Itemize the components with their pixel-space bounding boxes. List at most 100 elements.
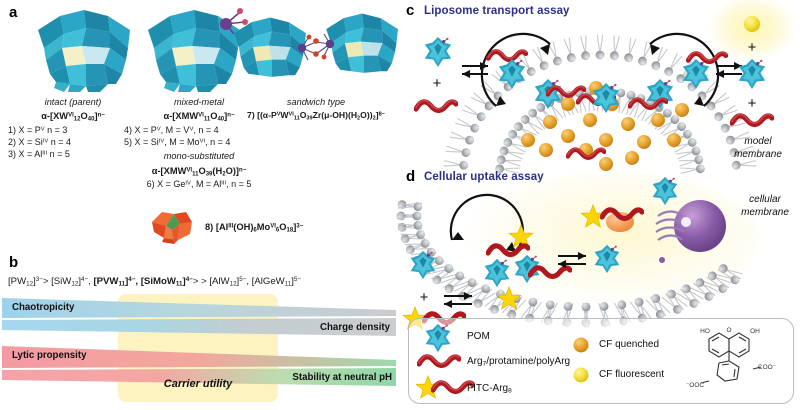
caption-sandwich-formula: 7) [(α-PVWVI11O39Zr(μ-OH)(H2O))2]8−	[247, 110, 385, 122]
lipid-molecule	[608, 34, 622, 62]
caption-intact-formula: α-[XWVI12O40]n−	[41, 111, 105, 123]
panel-c-title: Liposome transport assay	[424, 5, 570, 17]
caption-intact-heading: intact (parent)	[44, 97, 102, 107]
caption-mixed-item-4: 4) X = PV, M = VV, n = 4	[124, 125, 219, 136]
gradient-bar-2-svg	[2, 346, 396, 386]
legend-label-oh: OH	[750, 328, 760, 335]
anderson-svg	[152, 212, 192, 244]
legend-label-coo-right: COO⁻	[758, 364, 777, 371]
pom-free-left	[424, 36, 452, 68]
legend-pom-label: POM	[467, 331, 490, 342]
peptide-membrane-4	[688, 52, 726, 61]
lipid-molecule	[454, 116, 482, 135]
zr-atom-right	[325, 39, 335, 49]
panel-a: a	[0, 0, 400, 258]
pom-membrane-4	[682, 58, 710, 90]
substituent-group	[220, 8, 248, 35]
panel-d-letter: d	[406, 168, 416, 185]
gradient-bar-1-svg	[2, 298, 396, 336]
lipid-molecule	[561, 36, 578, 64]
label-charge-density: Charge density	[320, 322, 390, 333]
keggin-mixed-svg	[148, 8, 248, 92]
legend-peptides-label: Arg7/protamine/polyArg	[467, 356, 571, 368]
plus-right-2: +	[748, 95, 757, 112]
plus-right-1: +	[748, 39, 757, 56]
gradient-bar-chaotropicity: Chaotropicity Charge density	[0, 296, 400, 338]
legend-label-coo-left: ⁻OOC	[686, 382, 705, 389]
gradient-bar-lytic: Lytic propensity Stability at neutral pH	[0, 344, 400, 388]
caption-intact-item-1: 1) X = PV n = 3	[8, 125, 68, 136]
label-chaotropicity: Chaotropicity	[12, 302, 75, 313]
transport-arrows	[480, 32, 720, 107]
caption-mono-heading: mono-substituted	[163, 151, 235, 162]
vesicle-small	[659, 257, 665, 263]
cellular-membrane-line2: membrane	[741, 206, 789, 218]
caption-mixed-formula: α-[XMWVI11O40]n−	[163, 111, 235, 123]
organelle-group	[655, 200, 726, 252]
cellular-uptake-diagram: +	[396, 172, 760, 330]
lipid-molecule	[622, 36, 639, 64]
legend-box: HO OH O COO⁻ ⁻OOC POM Arg7/protamine/pol…	[408, 318, 794, 404]
bridging-oxygen-top	[313, 38, 319, 44]
caption-mixed-heading: mixed-metal	[173, 97, 225, 107]
panel-c-letter: c	[406, 2, 415, 19]
pom-membrane-1	[498, 58, 526, 90]
panel-b-letter: b	[9, 254, 19, 271]
caption-intact-item-3: 3) X = AlIII n = 5	[8, 149, 70, 160]
keggin-intact-structure	[30, 8, 142, 97]
caption-sandwich: sandwich type 7) [(α-PVWVI11O39Zr(μ-OH)(…	[232, 96, 400, 123]
legend-cf-quenched-icon	[573, 337, 589, 353]
model-membrane-line1: model	[744, 136, 772, 147]
legend-pom-icon	[425, 323, 451, 353]
lipid-molecule	[460, 103, 488, 124]
sandwich-svg	[234, 13, 398, 77]
anderson-formula: 8) [AlIII(OH)6MoVI6O18]3−	[205, 222, 304, 234]
legend-icons-svg: HO OH O COO⁻ ⁻OOC	[415, 323, 777, 399]
legend-fitc-label: FITC-Arg8	[467, 383, 512, 395]
caption-intact-item-2: 2) X = SiIV n = 4	[8, 137, 72, 148]
lipid-molecule	[578, 34, 592, 62]
legend-peptide-icon	[419, 355, 459, 365]
model-membrane-line2: membrane	[734, 148, 782, 160]
carboxyfluorescein-structure	[700, 332, 762, 384]
legend-cf-fluorescent-label: CF fluorescent	[599, 369, 665, 380]
zr-atom-left	[297, 43, 307, 53]
peptide-free-left	[416, 100, 456, 110]
lipid-molecule	[448, 129, 476, 147]
pom-series-ranking: [PW12]3−> [SiW12]4−, [PVW11]4−, [SiMoW11…	[8, 276, 301, 288]
label-stability-neutral-ph: Stability at neutral pH	[292, 372, 392, 383]
legend-label-o: O	[726, 327, 731, 334]
cellular-membrane-label: cellular membrane	[730, 194, 800, 219]
panel-d-title: Cellular uptake assay	[424, 171, 544, 183]
caption-mono-item-6: 6) X = GeIV, M = AlIII, n = 5	[146, 179, 252, 190]
legend-cf-quenched-label: CF quenched	[599, 339, 660, 350]
legend-cf-fluorescent-icon	[573, 367, 589, 383]
keggin-intact-svg	[38, 10, 130, 92]
pom-free-right	[738, 58, 766, 90]
carrier-utility-label: Carrier utility	[163, 378, 233, 390]
lipid-molecule	[595, 34, 605, 60]
caption-mixed-item-5: 5) X = SiIV, M = MoVI, n = 4	[124, 137, 231, 148]
keggin-mixed-metal-structure	[140, 8, 252, 97]
panel-a-letter: a	[9, 4, 18, 21]
panel-b: b [PW12]3−> [SiW12]4−, [PVW11]4−, [SiMoW…	[0, 252, 400, 410]
sandwich-structure	[232, 10, 398, 95]
lipid-molecule	[444, 143, 472, 159]
plus-panel-d: +	[420, 289, 429, 306]
cellular-membrane-line1: cellular	[749, 194, 781, 205]
cf-fluorescent-released	[744, 16, 760, 32]
caption-intact: intact (parent) α-[XWVI12O40]n− 1) X = P…	[8, 96, 138, 161]
lipid-molecule	[662, 51, 684, 79]
bridging-oxygen-bottom	[313, 51, 319, 57]
caption-mixed-metal: mixed-metal α-[XMWVI11O40]n− 4) X = PV, …	[124, 96, 274, 191]
anderson-structure	[148, 208, 196, 251]
caption-mono-formula: α-[XMWVI11O39(H2O)]n−	[151, 165, 247, 178]
caption-sandwich-heading: sandwich type	[286, 97, 346, 107]
peptide-free-right	[732, 114, 772, 124]
legend-label-ho: HO	[700, 328, 710, 335]
label-lytic-propensity: Lytic propensity	[12, 350, 87, 361]
model-membrane-label: model membrane	[720, 136, 796, 161]
nucleus	[674, 200, 726, 252]
panel-d: d Cellular uptake assay	[396, 166, 800, 330]
